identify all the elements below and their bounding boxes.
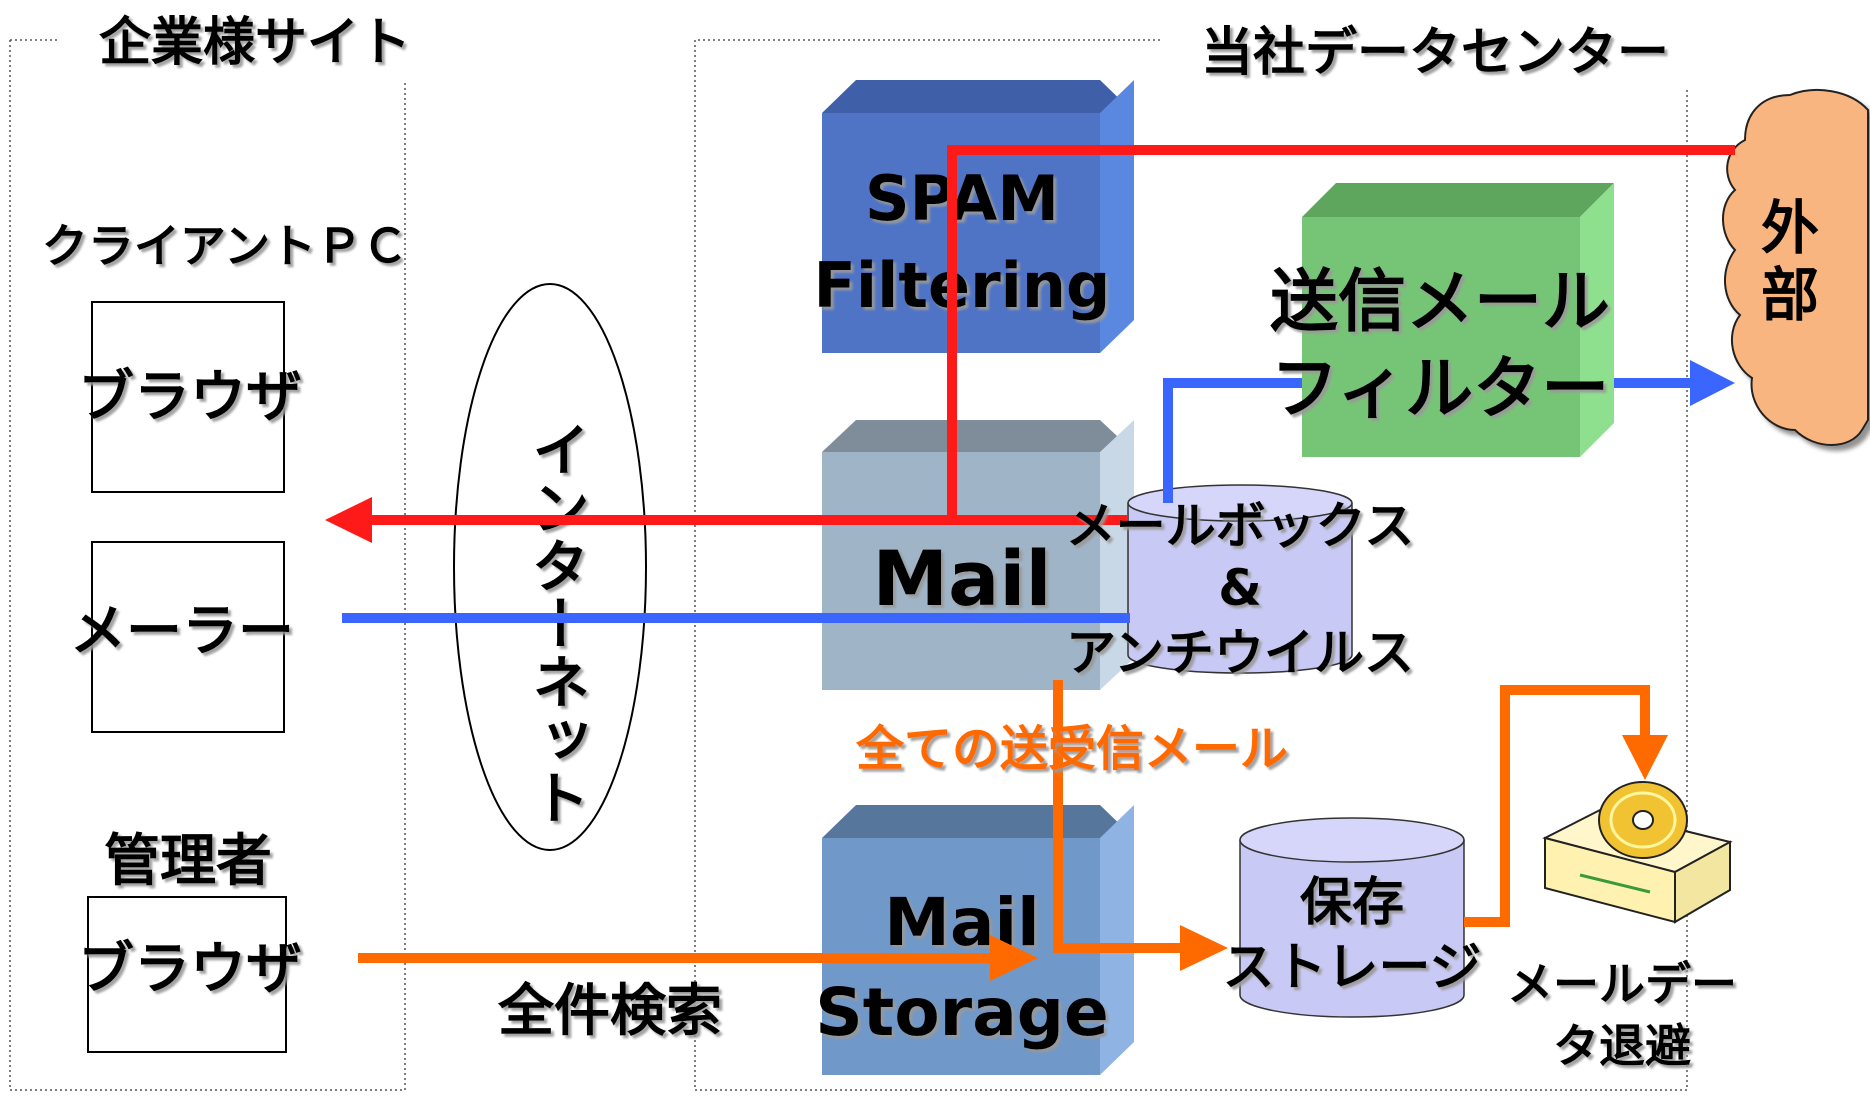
browser-box: ブラウザ <box>78 301 302 493</box>
storage-label-2: Storage <box>815 974 1109 1051</box>
all-mail-label: 全ての送受信メール <box>855 721 1288 777</box>
archive-label-1: 保存 <box>1300 873 1404 933</box>
disc-icon <box>1598 781 1688 859</box>
mailbox-antivirus-db <box>1127 484 1353 674</box>
admin-browser-label: ブラウザ <box>78 937 302 1002</box>
mail-server-box: Mail <box>822 420 1134 690</box>
backup-drive-icon <box>1542 781 1733 924</box>
data-center-region: 当社データセンター <box>694 23 1688 1091</box>
admin-label: 管理者 <box>104 829 272 894</box>
mailbox-label-3: アンチウイルス <box>1066 624 1414 682</box>
outgoing-label-2: フィルター <box>1271 350 1610 429</box>
mail-storage-box: Mail Storage <box>815 805 1134 1075</box>
client-site-region: 企業様サイト <box>9 13 411 1091</box>
mailer-box: メーラー <box>70 541 294 733</box>
backup-label-2: タ退避 <box>1553 1019 1691 1073</box>
full-search-label: 全件検索 <box>497 979 722 1044</box>
backup-flow-line <box>1464 685 1668 927</box>
archive-storage-db: 保存 ストレージ <box>1223 817 1482 1018</box>
spam-label-2: Filtering <box>814 249 1111 322</box>
mailbox-label-1: メールボックス <box>1066 497 1415 555</box>
admin-browser-box: ブラウザ <box>78 896 302 1053</box>
mailer-label: メーラー <box>70 599 294 664</box>
client-site-title: 企業様サイト <box>99 13 411 73</box>
browser-label: ブラウザ <box>78 365 302 430</box>
internet-ellipse: インターネット <box>453 283 647 851</box>
outgoing-mail-line <box>342 360 1735 623</box>
spam-label-1: SPAM <box>865 162 1059 235</box>
external-cloud: 外 部 <box>1722 89 1869 446</box>
archive-label-2: ストレージ <box>1223 938 1482 998</box>
outgoing-label-1: 送信メール <box>1270 263 1610 342</box>
spam-filter-box: SPAM Filtering <box>814 80 1134 353</box>
external-label-1: 外 <box>1761 194 1819 262</box>
backup-label-1: メールデー <box>1507 957 1737 1011</box>
full-search-line <box>358 935 1038 981</box>
archive-flow-line <box>1053 680 1228 971</box>
mail-label: Mail <box>872 534 1051 623</box>
mailbox-label-2: & <box>1218 559 1262 617</box>
data-center-title: 当社データセンター <box>1201 23 1669 83</box>
external-label-2: 部 <box>1761 261 1819 329</box>
client-pc-label: クライアントＰＣ <box>42 219 408 273</box>
outgoing-filter-box: 送信メール フィルター <box>1270 183 1614 457</box>
